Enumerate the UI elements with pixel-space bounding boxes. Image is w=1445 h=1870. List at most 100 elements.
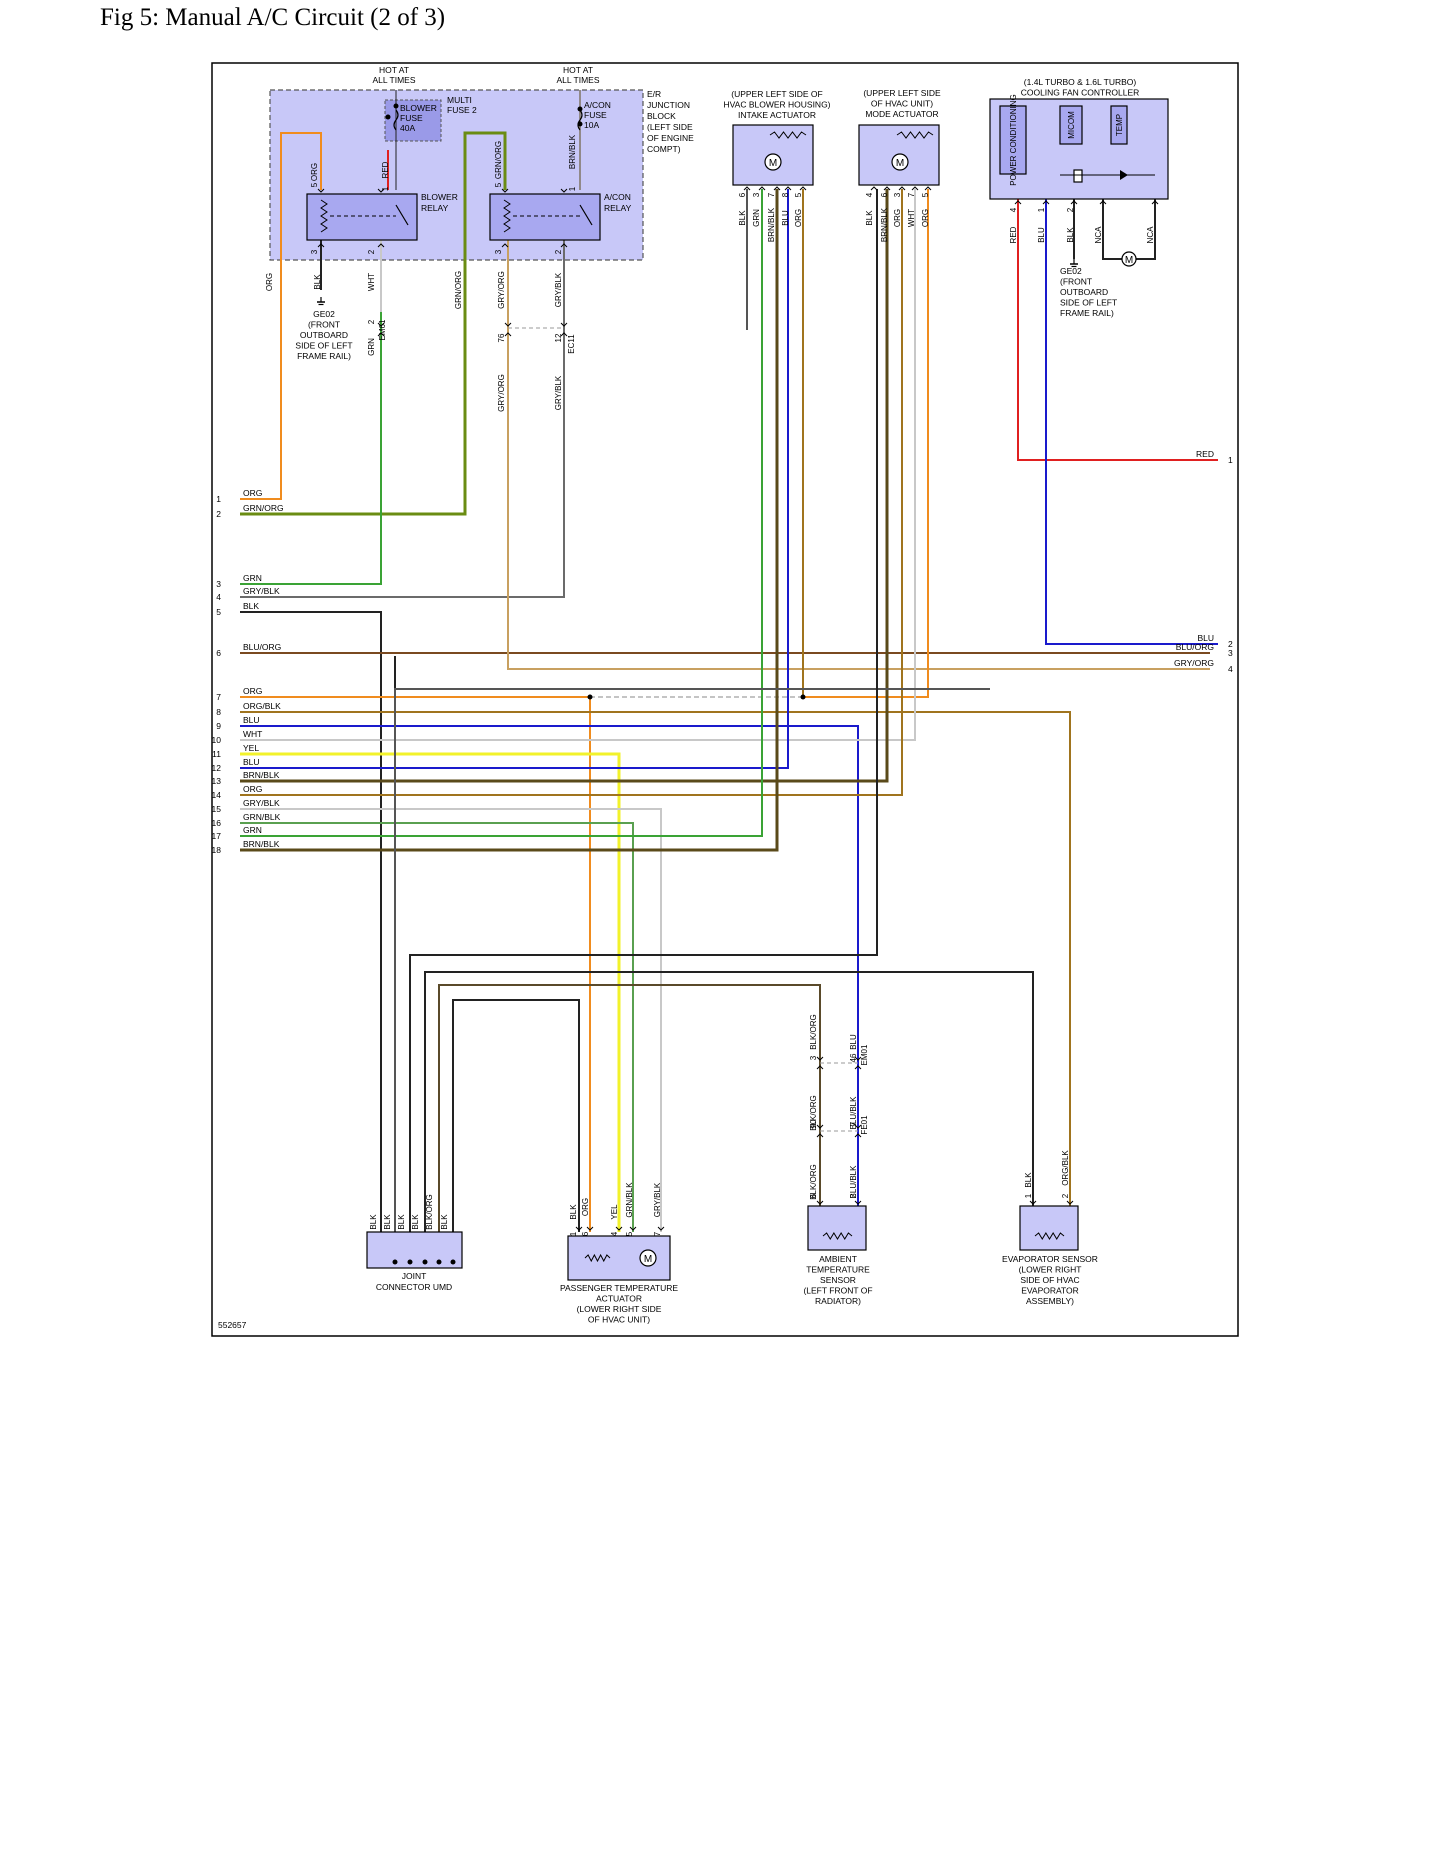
- left-pin-label: ORG: [243, 686, 262, 696]
- pin-chevron: [1066, 1200, 1074, 1205]
- pin-number: 1: [568, 186, 577, 191]
- pin-number: 7: [653, 1231, 662, 1236]
- acon-relay-coil: [503, 199, 511, 233]
- wire-label: GRN: [752, 209, 761, 227]
- wire-label: BLK: [411, 1214, 420, 1230]
- acon-relay-label: A/CON: [604, 192, 631, 202]
- wire-label: BLU: [849, 1034, 858, 1050]
- temp-label: TEMP: [1115, 114, 1124, 136]
- pin-number: 2: [849, 1193, 858, 1198]
- wire-label: BLK: [865, 210, 874, 226]
- right-pin-label: RED: [1196, 449, 1214, 459]
- joint-splice: [450, 1259, 456, 1265]
- joint-connector-box: [366, 1231, 463, 1269]
- wire-grn-blk-16: [240, 822, 634, 1232]
- wire-label: BLU/BLK: [849, 1096, 858, 1130]
- pin-number: 2: [554, 249, 563, 254]
- blower-fuse-symbol: [393, 109, 399, 131]
- pin-chevron: [629, 1226, 637, 1231]
- evaporator-thermistor: [1034, 1232, 1065, 1240]
- blower-relay-label: BLOWER: [421, 192, 458, 202]
- junction-block-label: BLOCK: [647, 111, 676, 121]
- fuse-node: [393, 103, 399, 109]
- left-pin-label: BLU: [243, 757, 260, 767]
- left-pin-number: 3: [216, 579, 221, 589]
- joint-splice: [392, 1259, 398, 1265]
- pin-number: 7: [907, 192, 916, 197]
- left-pin-label: GRN/BLK: [243, 812, 281, 822]
- left-pin-number: 13: [212, 776, 222, 786]
- pin-number: 6: [738, 192, 747, 197]
- pin-chevron: [911, 186, 919, 191]
- pin-chevron: [883, 186, 891, 191]
- pin-number: 6: [581, 1231, 590, 1236]
- wire-label: BLK: [397, 1214, 406, 1230]
- pin-chevron: [898, 186, 906, 191]
- connector-ec11-label: EC11: [567, 334, 576, 354]
- left-pin-number: 7: [216, 692, 221, 702]
- pin-chevron: [586, 1226, 594, 1231]
- left-pin-number: 18: [212, 845, 222, 855]
- wire-label: BLK: [313, 274, 322, 290]
- pin-number: 4: [610, 1231, 619, 1236]
- wire-org-7: [240, 696, 591, 1232]
- pin-chevron: [816, 1056, 824, 1061]
- wire-label: WHT: [367, 273, 376, 291]
- junction-block-label: COMPT): [647, 144, 681, 154]
- left-pin-label: GRY/BLK: [243, 586, 280, 596]
- junction-block-label: JUNCTION: [647, 100, 690, 110]
- wire-blk-org-ambient: [438, 984, 821, 1262]
- ground-2-label: OUTBOARD: [1060, 287, 1108, 297]
- intake-potentiometer: [769, 131, 807, 139]
- pin-chevron: [377, 332, 385, 337]
- wire-label: NCA: [1146, 226, 1155, 244]
- right-pin-number: 3: [1228, 648, 1233, 658]
- mode-actuator-label: OF HVAC UNIT): [871, 99, 933, 109]
- intake-motor: [764, 153, 782, 171]
- wire-label: BLK: [1024, 1172, 1033, 1188]
- ground-1-label: FRAME RAIL): [297, 351, 351, 361]
- wire-label: YEL: [610, 1204, 619, 1220]
- pin-number: 1: [1024, 1193, 1033, 1198]
- pin-number: 2: [367, 319, 376, 324]
- pin-chevron: [816, 1124, 824, 1129]
- pin-chevron: [816, 1200, 824, 1205]
- evaporator-sensor-label: ASSEMBLY): [1026, 1296, 1074, 1306]
- left-pin-number: 4: [216, 592, 221, 602]
- ground-1-label: (FRONT: [308, 320, 340, 330]
- pin-number: 6: [880, 192, 889, 197]
- motor-label: M: [769, 158, 777, 169]
- motor-label: M: [1125, 255, 1133, 266]
- wire-label: ORG: [921, 209, 930, 227]
- pin-chevron: [317, 243, 325, 248]
- joint-splice: [422, 1259, 428, 1265]
- wire-org-blk-8: [240, 711, 1071, 1206]
- ground-1-label: SIDE OF LEFT: [295, 341, 352, 351]
- pin-number: 3: [752, 192, 761, 197]
- pin-chevron: [560, 188, 568, 193]
- pin-number: 12: [554, 333, 563, 342]
- blower-relay-coil: [320, 199, 328, 233]
- wire-blu-9: [240, 725, 859, 1060]
- wire-label: GRY/BLK: [653, 1182, 662, 1217]
- pin-number: 2: [1066, 207, 1075, 212]
- hot-at-all-times-2: HOT AT: [563, 65, 593, 75]
- pin-chevron: [1014, 200, 1022, 205]
- left-pin-number: 17: [212, 831, 222, 841]
- wire-label: NCA: [1094, 226, 1103, 244]
- pin-chevron: [1042, 200, 1050, 205]
- wire-label: WHT: [907, 209, 916, 227]
- intake-actuator-label: HVAC BLOWER HOUSING): [723, 100, 830, 110]
- left-pin-label: BRN/BLK: [243, 839, 280, 849]
- wire-label: BLK/ORG: [809, 1095, 818, 1131]
- multi-fuse-label: FUSE 2: [447, 105, 477, 115]
- pin-number: 6: [809, 1193, 818, 1198]
- left-pin-label: BLU: [243, 715, 260, 725]
- evaporator-sensor-label: SIDE OF HVAC: [1020, 1275, 1079, 1285]
- wire-label: BLU: [781, 210, 790, 226]
- wire-org-14: [240, 189, 903, 796]
- power-conditioning-label: POWER CONDITIONING: [1009, 94, 1018, 186]
- pin-chevron: [377, 243, 385, 248]
- wire-org-mode: [803, 189, 929, 698]
- pin-chevron: [773, 186, 781, 191]
